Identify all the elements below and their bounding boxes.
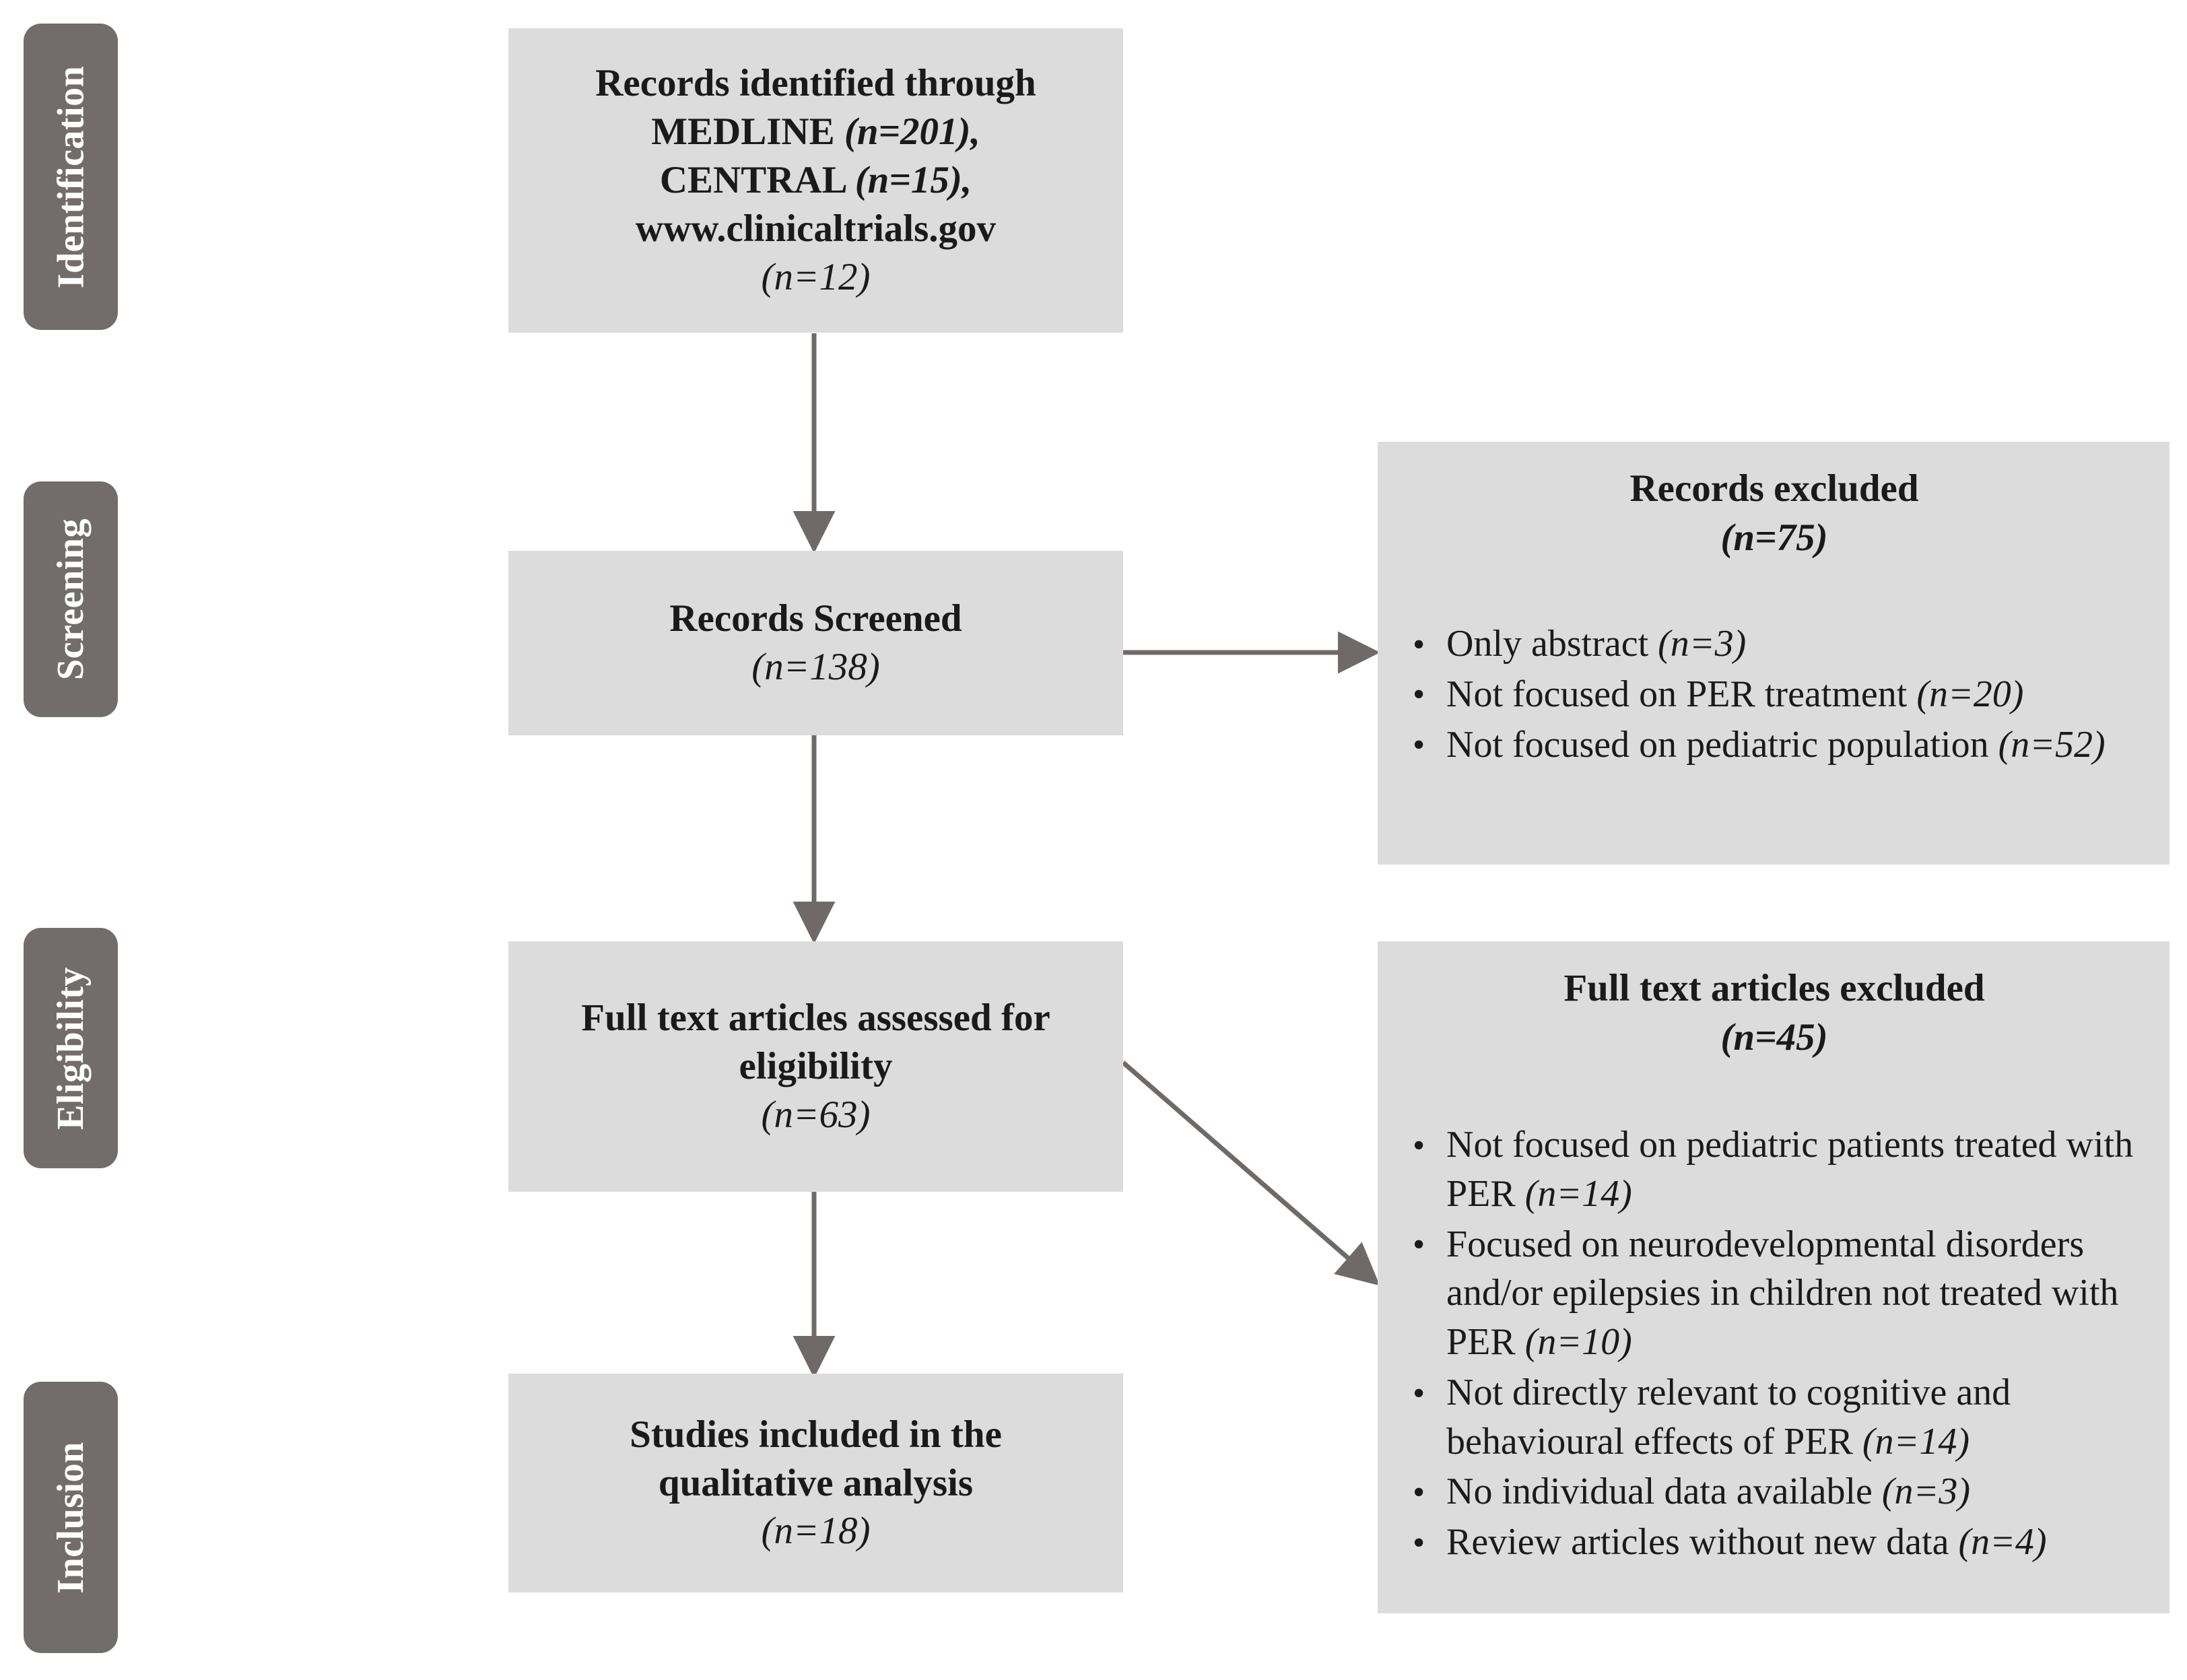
- fulltext-excluded-item-3-text: No individual data available: [1446, 1471, 1882, 1513]
- records-screened-title: Records Screened: [669, 597, 962, 640]
- stage-tab-screening-label: Screening: [50, 518, 92, 680]
- list-item: • Review articles without new data (n=4): [1406, 1518, 2143, 1567]
- stage-tab-identification-label: Identification: [50, 65, 92, 288]
- records-excluded-item-0-n: (n=3): [1658, 622, 1747, 665]
- box-studies-included: Studies included in the qualitative anal…: [508, 1374, 1123, 1592]
- records-excluded-heading-text: Records excluded: [1629, 467, 1919, 510]
- list-item: • Not directly relevant to cognitive and …: [1406, 1368, 2143, 1467]
- records-excluded-item-2-text: Not focused on pediatric population: [1446, 723, 1998, 766]
- studies-included-line1: Studies included in the: [630, 1413, 1002, 1456]
- bullet-icon: •: [1413, 1374, 1425, 1413]
- fulltext-excluded-item-1-text: Focused on neurodevelopmental disorders …: [1446, 1223, 2119, 1364]
- stage-tab-eligibility[interactable]: Eligibility: [24, 928, 118, 1168]
- fulltext-excluded-item-4-n: (n=4): [1958, 1521, 2047, 1564]
- fulltext-excluded-heading-n: (n=45): [1720, 1015, 1828, 1059]
- records-excluded-item-1-text: Not focused on PER treatment: [1446, 673, 1917, 715]
- box-fulltext-assessed: Full text articles assessed for eligibil…: [508, 941, 1123, 1192]
- bullet-icon: •: [1413, 1126, 1425, 1165]
- records-excluded-heading: Records excluded (n=75): [1406, 465, 2143, 563]
- fulltext-excluded-item-3-n: (n=3): [1881, 1471, 1970, 1513]
- records-excluded-item-1-n: (n=20): [1916, 673, 2024, 715]
- bullet-icon: •: [1413, 625, 1425, 664]
- records-screened-n: (n=138): [751, 646, 880, 688]
- fulltext-excluded-heading-text: Full text articles excluded: [1563, 967, 1985, 1009]
- records-identified-medline-n: (n=201),: [844, 110, 980, 154]
- records-excluded-heading-n: (n=75): [1720, 516, 1828, 559]
- list-item: • Not focused on pediatric population (n=…: [1406, 720, 2143, 770]
- fulltext-excluded-item-2-text: Not directly relevant to cognitive and b…: [1446, 1371, 2011, 1463]
- list-item: • No individual data available (n=3): [1406, 1467, 2143, 1516]
- bullet-icon: •: [1413, 1473, 1425, 1512]
- list-item: • Focused on neurodevelopmental disorders…: [1406, 1220, 2143, 1367]
- records-identified-ctgov-n: (n=12): [761, 255, 871, 298]
- bullet-icon: •: [1413, 675, 1425, 714]
- records-identified-line1: Records identified through: [595, 62, 1036, 105]
- bullet-icon: •: [1413, 726, 1425, 765]
- fulltext-excluded-item-0-n: (n=14): [1524, 1172, 1632, 1215]
- stage-tab-inclusion-label: Inclusion: [50, 1441, 92, 1594]
- fulltext-assessed-n: (n=63): [761, 1093, 871, 1136]
- fulltext-excluded-heading: Full text articles excluded (n=45): [1406, 964, 2143, 1063]
- box-records-excluded: Records excluded (n=75) • Only abstract (…: [1378, 442, 2169, 865]
- records-identified-line3: CENTRAL (n=15),: [529, 156, 1103, 205]
- fulltext-excluded-list: • Not focused on pediatric patients treat…: [1406, 1120, 2143, 1568]
- records-excluded-item-0-text: Only abstract: [1446, 622, 1658, 665]
- stage-tab-identification[interactable]: Identification: [24, 24, 118, 330]
- bullet-icon: •: [1413, 1225, 1425, 1265]
- studies-included-line2: qualitative analysis: [658, 1461, 974, 1504]
- stage-tab-inclusion[interactable]: Inclusion: [24, 1382, 118, 1653]
- fulltext-assessed-line2: eligibility: [739, 1045, 893, 1088]
- fulltext-excluded-item-4-text: Review articles without new data: [1446, 1521, 1959, 1564]
- arrow-fulltext-to-excluded-fulltext: [1121, 1061, 1380, 1286]
- fulltext-assessed-line1: Full text articles assessed for: [581, 997, 1050, 1040]
- records-identified-line4: www.clinicaltrials.gov: [635, 207, 997, 250]
- list-item: • Only abstract (n=3): [1406, 619, 2143, 669]
- records-excluded-list: • Only abstract (n=3) • Not focused on PER…: [1406, 619, 2143, 770]
- records-identified-line2: MEDLINE (n=201),: [529, 108, 1103, 156]
- list-item: • Not focused on PER treatment (n=20): [1406, 670, 2143, 719]
- records-identified-central-label: CENTRAL: [659, 159, 855, 202]
- box-records-screened: Records Screened (n=138): [508, 551, 1123, 735]
- box-records-identified: Records identified through MEDLINE (n=20…: [508, 28, 1123, 333]
- list-item: • Not focused on pediatric patients treat…: [1406, 1120, 2143, 1219]
- fulltext-excluded-item-0-text: Not focused on pediatric patients treate…: [1446, 1123, 2134, 1215]
- records-identified-medline-label: MEDLINE: [651, 110, 844, 154]
- box-fulltext-excluded: Full text articles excluded (n=45) • Not …: [1378, 941, 2169, 1613]
- studies-included-n: (n=18): [761, 1510, 871, 1553]
- bullet-icon: •: [1413, 1523, 1425, 1562]
- stage-tab-screening[interactable]: Screening: [24, 481, 118, 717]
- fulltext-excluded-item-1-n: (n=10): [1524, 1321, 1632, 1364]
- stage-tab-eligibility-label: Eligibility: [50, 966, 92, 1130]
- records-identified-central-n: (n=15),: [854, 159, 972, 202]
- fulltext-excluded-item-2-n: (n=14): [1862, 1420, 1970, 1463]
- records-excluded-item-2-n: (n=52): [1998, 723, 2106, 766]
